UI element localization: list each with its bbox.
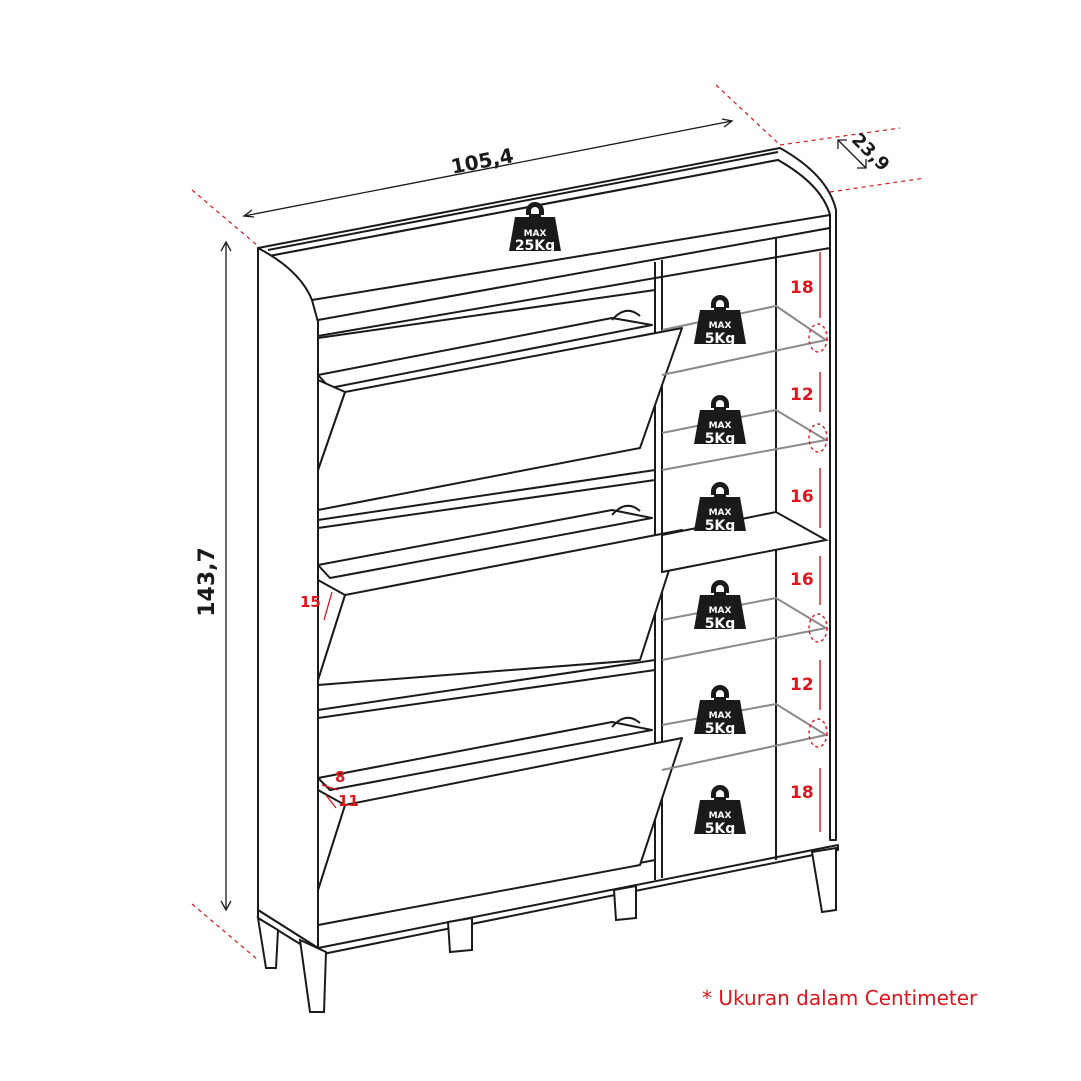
flap-top-gap-label: 8: [335, 768, 345, 786]
shelf-gap-label: 16: [790, 487, 814, 507]
shelf-weight-max: MAX: [709, 321, 732, 331]
shelf-gap-label: 18: [790, 783, 814, 803]
shelf-weight-max: MAX: [709, 711, 732, 721]
shelf-weight-max: MAX: [709, 606, 732, 616]
height-label: 143,7: [195, 547, 220, 617]
cabinet-legs: [256, 846, 837, 1013]
width-label: 105,4: [449, 143, 516, 179]
shelf-weight-load: 5Kg: [705, 518, 736, 534]
shelf-weight-max: MAX: [709, 508, 732, 518]
flap-side-gap-label: 11: [338, 792, 359, 810]
shelf-weight-load: 5Kg: [705, 616, 736, 632]
shelf-gap-label: 12: [790, 385, 814, 405]
top-weight-load: 25Kg: [515, 238, 555, 254]
unit-note: * Ukuran dalam Centimeter: [702, 986, 978, 1010]
flap-angle-label: 15: [300, 593, 321, 611]
shelf-weight-load: 5Kg: [705, 721, 736, 737]
shelf-gap-label: 16: [790, 570, 814, 590]
shoe-flaps: [317, 289, 683, 926]
shelf-gap-arrows: [808, 252, 828, 832]
depth-label: 23,9: [847, 129, 893, 175]
shelf-gap-label: 12: [790, 675, 814, 695]
shelf-weight-load: 5Kg: [705, 431, 736, 447]
flap-arrows: [321, 591, 339, 809]
dimension-arrows: [220, 118, 867, 912]
shelf-gap-label: 18: [790, 278, 814, 298]
top-weight-max: MAX: [524, 229, 547, 239]
shelf-weight-max: MAX: [709, 421, 732, 431]
guide-lines: [191, 84, 926, 961]
shelf-weight-load: 5Kg: [705, 821, 736, 837]
shelf-weight-max: MAX: [709, 811, 732, 821]
shelf-weight-load: 5Kg: [705, 331, 736, 347]
